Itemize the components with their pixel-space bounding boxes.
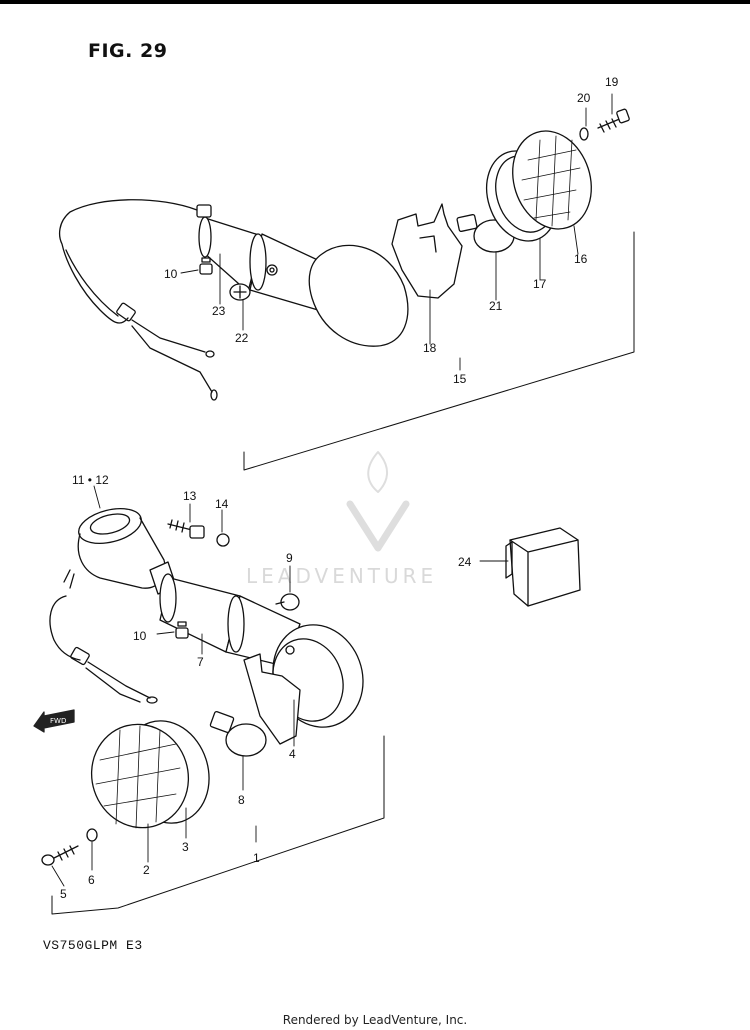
wire-harness-lower	[49, 595, 81, 661]
assembly-bracket-1	[51, 735, 385, 915]
callout-4: 4	[289, 747, 296, 761]
callout-21: 21	[489, 299, 503, 313]
fwd-direction-arrow: FWD	[33, 709, 75, 733]
callout-16: 16	[574, 252, 588, 266]
callout-13: 13	[183, 489, 197, 503]
turn-signal-relay-24	[505, 527, 581, 607]
callout-22: 22	[235, 331, 249, 345]
callout-7: 7	[197, 655, 204, 669]
callout-11-12: 11 • 12	[72, 473, 109, 487]
callout-5: 5	[60, 887, 67, 901]
screw-22	[229, 283, 251, 301]
bulb-8	[209, 710, 267, 757]
screw-10-lower	[175, 621, 189, 639]
callout-3: 3	[182, 840, 189, 854]
part-callouts: 19 20 16 17 21 18 15 10 23 22 11 • 12 13…	[60, 75, 619, 901]
lens-16	[512, 130, 592, 230]
wire-connector-lower	[70, 646, 90, 666]
screw-19	[597, 108, 630, 133]
callout-8: 8	[238, 793, 245, 807]
callout-9: 9	[286, 551, 293, 565]
top-border	[0, 0, 750, 4]
mount-clamp-11-12	[63, 508, 166, 589]
callout-18: 18	[423, 341, 437, 355]
signal-housing-upper	[308, 244, 409, 347]
watermark-text: LEADVENTURE	[246, 564, 437, 588]
leadventure-watermark: LEADVENTURE	[246, 451, 437, 588]
bolt-13	[167, 519, 205, 539]
callout-17: 17	[533, 277, 547, 291]
svg-text:FWD: FWD	[50, 717, 66, 725]
wire-connector-upper	[116, 302, 136, 322]
wire-harness-upper	[58, 199, 198, 324]
footer-credit: Rendered by LeadVenture, Inc.	[282, 1013, 468, 1027]
washer-20	[579, 127, 589, 141]
washer-6	[86, 828, 98, 842]
lower-turn-signal-assembly: FWD	[33, 485, 581, 915]
callout-19: 19	[605, 75, 619, 89]
callout-6: 6	[88, 873, 95, 887]
model-code: VS750GLPM E3	[43, 938, 143, 953]
callout-20: 20	[577, 91, 591, 105]
washer-14	[216, 533, 230, 547]
callout-2: 2	[143, 863, 150, 877]
assembly-bracket-15	[243, 231, 635, 471]
screw-9	[275, 593, 300, 611]
signal-housing-4	[243, 624, 364, 745]
callout-15: 15	[453, 372, 467, 386]
callout-10-upper: 10	[164, 267, 178, 281]
socket-plate-18	[391, 203, 463, 299]
screw-10-upper	[199, 257, 213, 275]
screw-5	[41, 845, 79, 866]
figure-title: FIG. 29	[88, 40, 168, 62]
callout-23: 23	[212, 304, 226, 318]
callout-1: 1	[253, 851, 260, 865]
callout-14: 14	[215, 497, 229, 511]
upper-turn-signal-assembly	[58, 93, 635, 471]
callout-10-lower: 10	[133, 629, 147, 643]
callout-24: 24	[458, 555, 472, 569]
